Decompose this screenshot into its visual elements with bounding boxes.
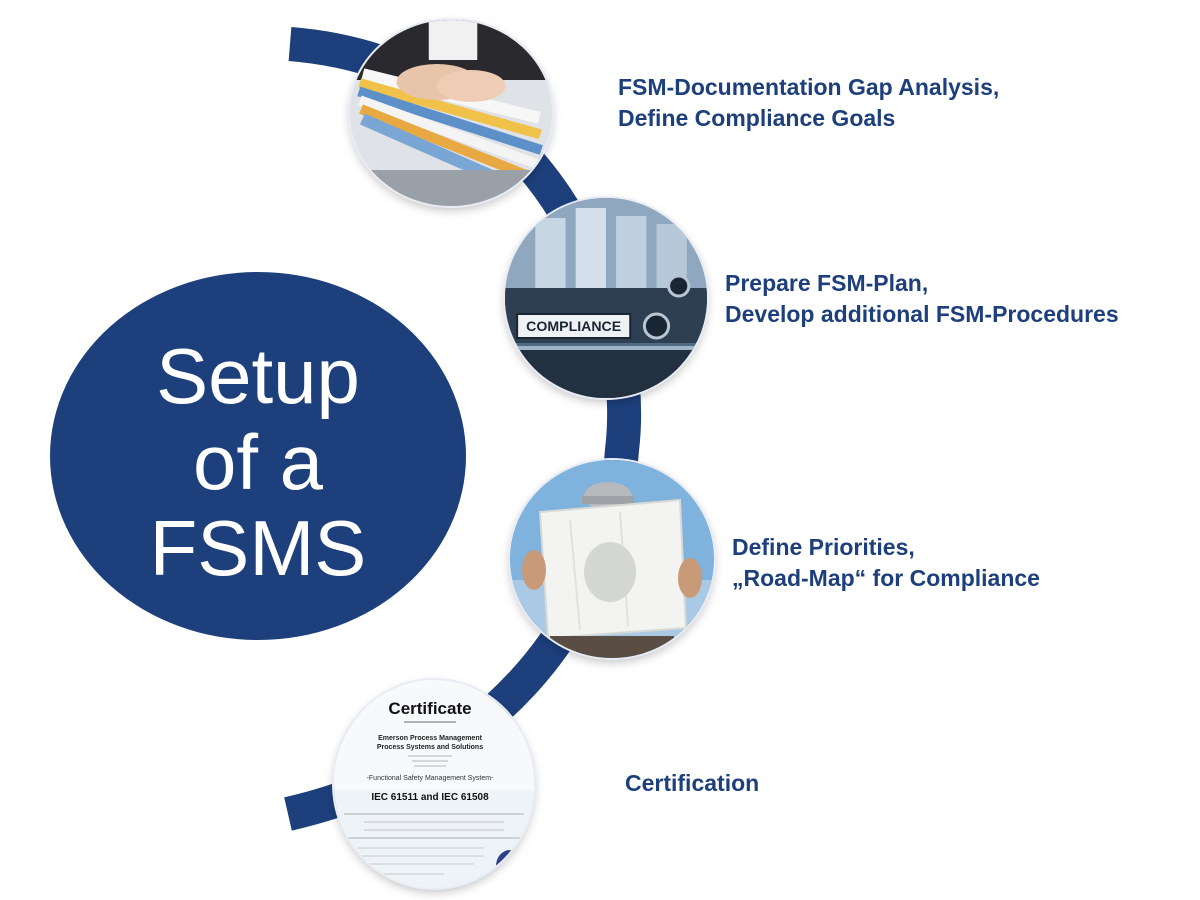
step-2-line-2: Develop additional FSM-Procedures — [725, 301, 1119, 327]
step-1-label: FSM-Documentation Gap Analysis, Define C… — [618, 72, 999, 134]
compliance-photo-text: COMPLIANCE — [526, 318, 621, 334]
main-title-line-2: of a — [192, 418, 324, 506]
step-2-line-1: Prepare FSM-Plan, — [725, 270, 929, 296]
main-title: Setup of a FSMS — [150, 333, 367, 591]
binders-photo-icon — [350, 20, 552, 206]
certificate-system: -Functional Safety Management System- — [367, 775, 495, 782]
certificate-title: Certificate — [388, 699, 471, 718]
step-3-line-2: „Road-Map“ for Compliance — [732, 565, 1040, 591]
certificate-standard: IEC 61511 and IEC 61508 — [371, 792, 489, 803]
step-4-label: Certification — [625, 768, 759, 799]
step-4-line-1: Certification — [625, 770, 760, 796]
compliance-binder-photo-icon: COMPLIANCE — [505, 198, 707, 398]
main-title-line-1: Setup — [156, 332, 360, 420]
blueprint-worker-photo-icon — [510, 460, 714, 658]
main-title-line-3: FSMS — [149, 504, 367, 592]
step-1-line-2: Define Compliance Goals — [618, 105, 896, 131]
step-1-line-1: FSM-Documentation Gap Analysis, — [618, 74, 1000, 100]
certificate-division: Process Systems and Solutions — [377, 744, 483, 751]
certificate-photo-icon: Certificate Emerson Process Management P… — [334, 680, 534, 888]
step-3-line-1: Define Priorities, — [732, 534, 915, 560]
main-circle: Setup of a FSMS — [50, 272, 466, 640]
step-2-label: Prepare FSM-Plan, Develop additional FSM… — [725, 268, 1119, 330]
step-3-label: Define Priorities, „Road-Map“ for Compli… — [732, 532, 1040, 594]
certificate-company: Emerson Process Management — [378, 735, 483, 742]
